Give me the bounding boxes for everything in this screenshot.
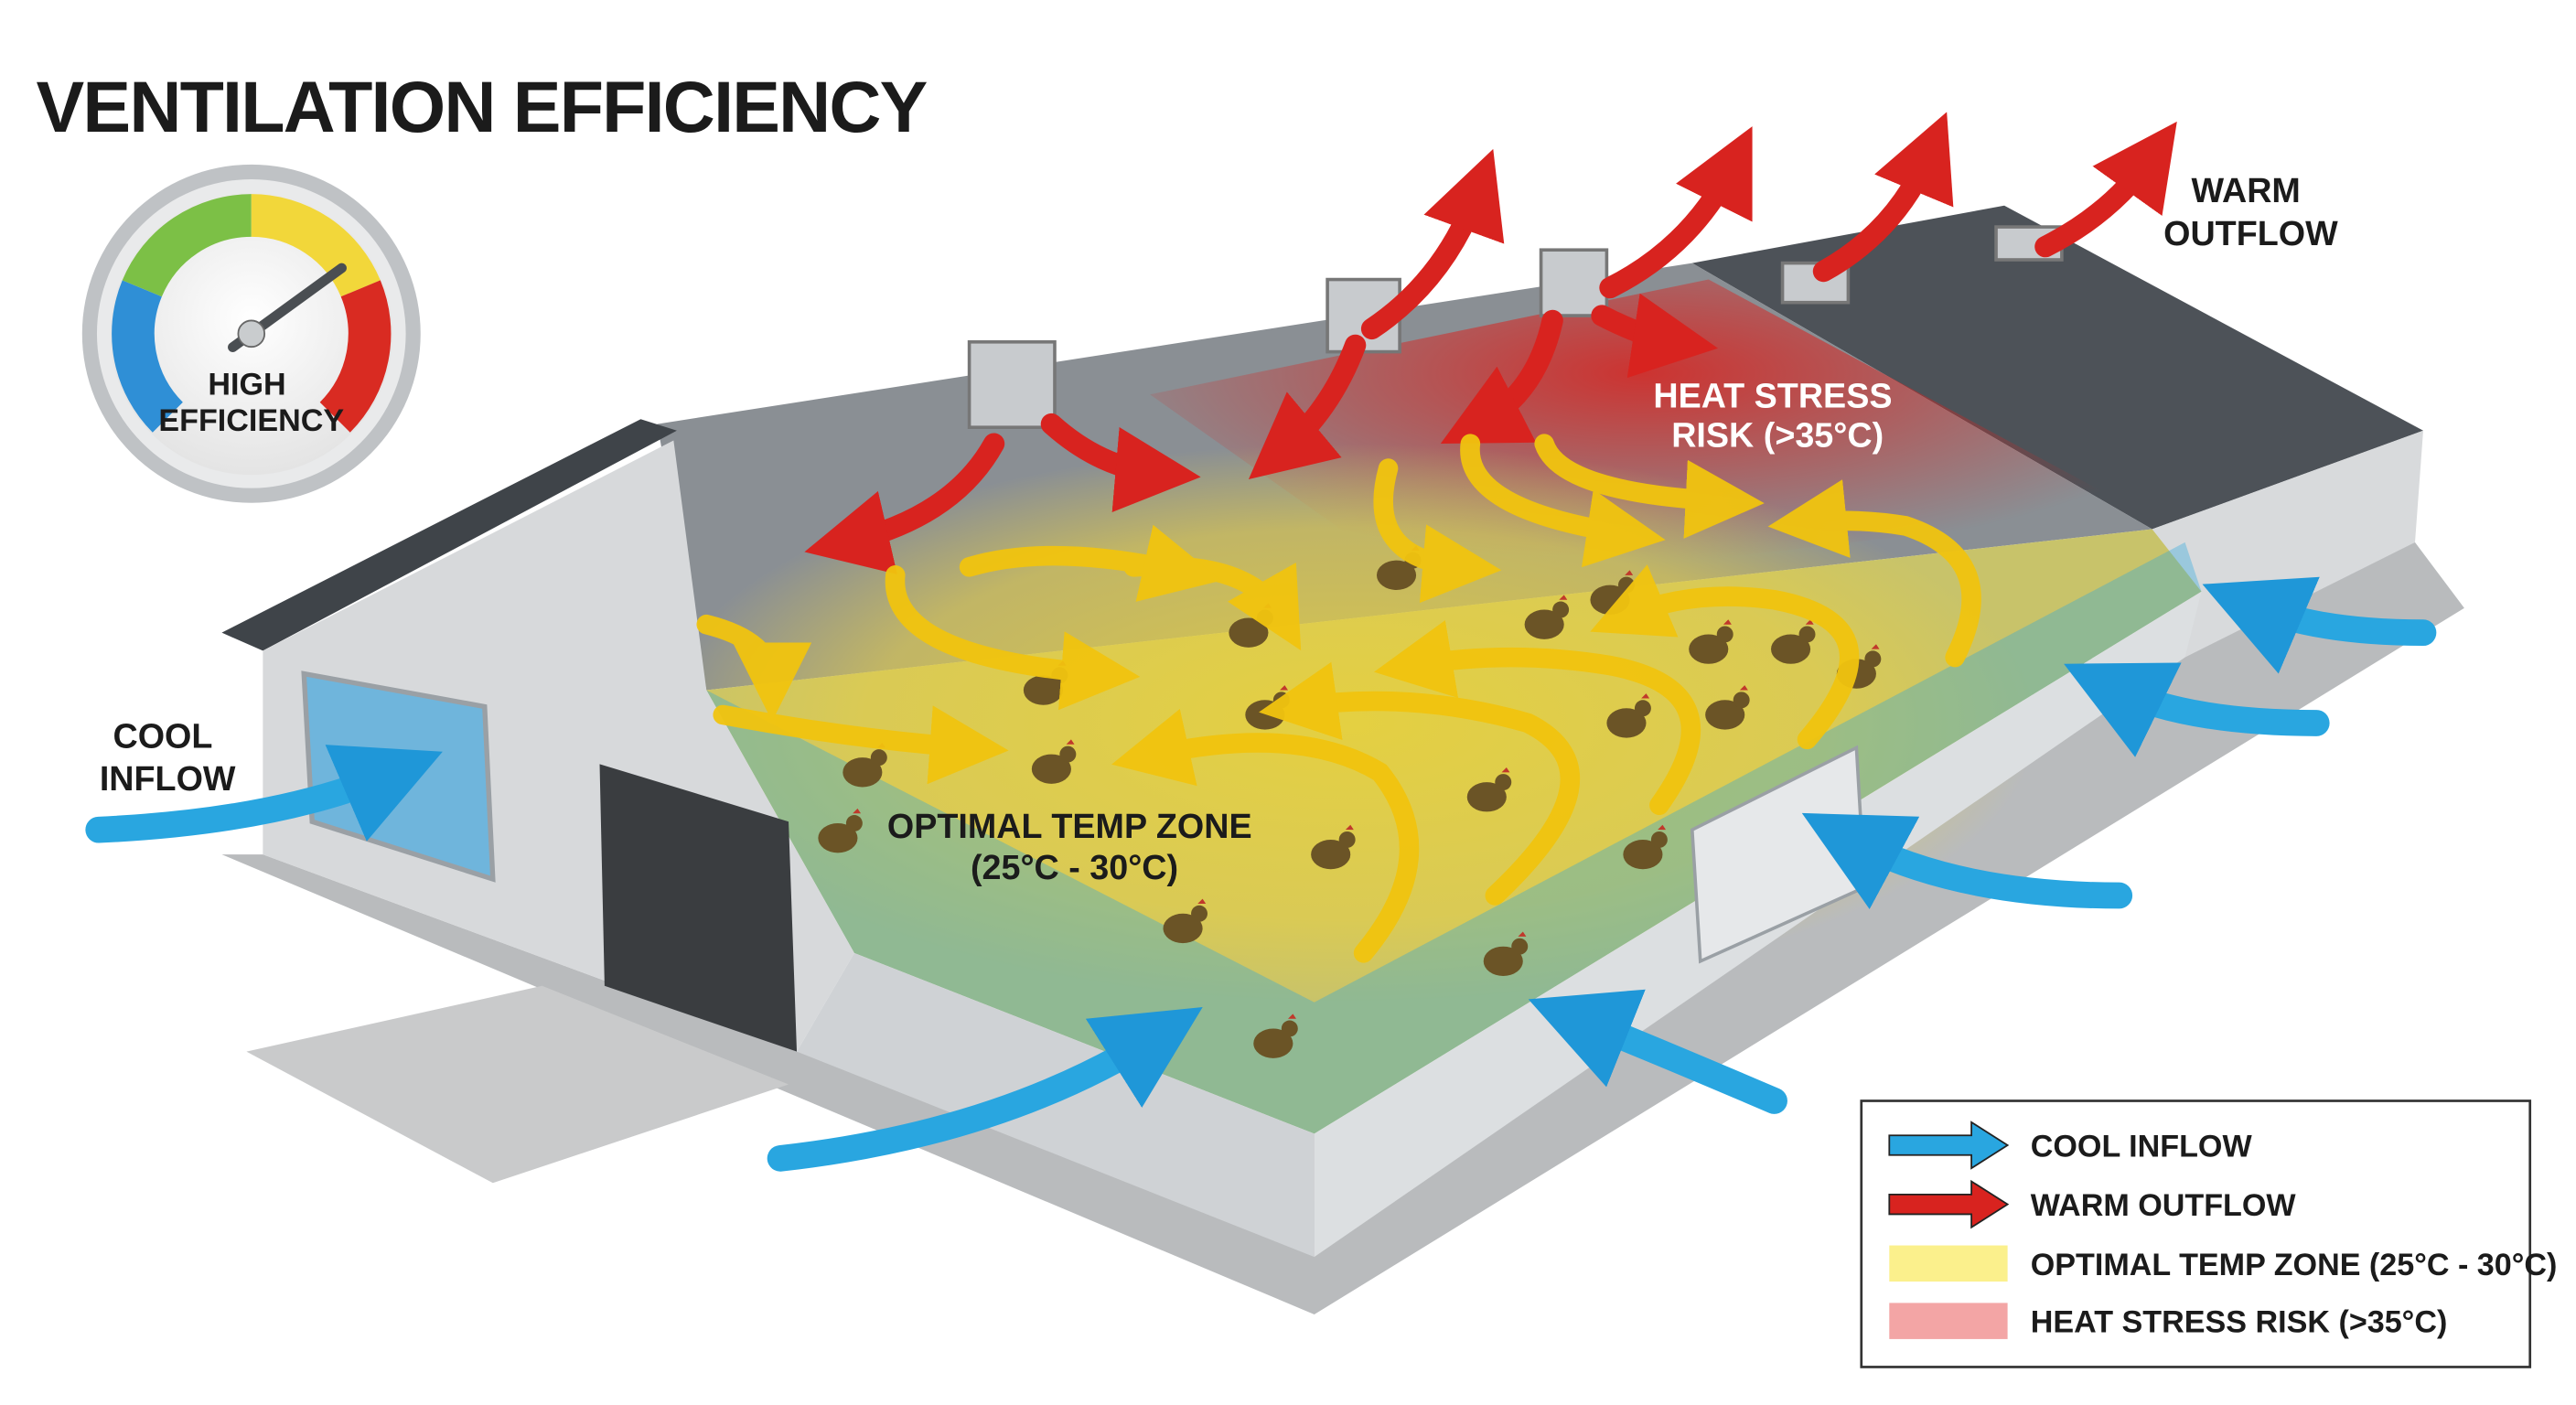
gauge-label: HIGH EFFICIENCY: [158, 367, 344, 438]
chicken-icon: [1771, 619, 1816, 664]
chicken-icon: [1311, 824, 1356, 870]
entry-ramp: [246, 985, 789, 1184]
warm-outflow-arrow: [1591, 293, 1719, 379]
gauge-segment: [319, 280, 392, 433]
circulation-arrow: [696, 614, 812, 722]
circulation-arrow: [1590, 564, 1860, 750]
chicken-icon: [1689, 619, 1733, 664]
chicken-icon: [1031, 739, 1077, 784]
cool-inflow-arrow: [1801, 812, 2133, 910]
circulation-arrow: [1534, 434, 1765, 539]
circulation-arrow: [1259, 661, 1581, 906]
exhaust-fan: [1539, 248, 1609, 317]
chicken-icon: [1466, 767, 1512, 812]
legend-label-warm-outflow: WARM OUTFLOW: [2031, 1188, 2297, 1223]
legend-arrow-icon: [1888, 1121, 2010, 1170]
efficiency-gauge: HIGH EFFICIENCY: [81, 164, 421, 503]
gauge-scale: [112, 194, 392, 433]
legend-label-cool-inflow: COOL INFLOW: [2031, 1130, 2253, 1164]
needle-hub: [237, 319, 266, 349]
left-roof: [221, 419, 677, 651]
cool-inflow-label: COOL INFLOW: [100, 716, 236, 798]
warm-outflow-arrow: [804, 433, 1005, 574]
circulation-arrow: [1373, 458, 1502, 604]
legend-label-optimal-zone: OPTIMAL TEMP ZONE (25°C - 30°C): [2031, 1248, 2558, 1282]
warm-outflow-arrow: [2034, 121, 2177, 258]
warm-outflow-arrow: [1248, 334, 1367, 480]
optimal-temp-zone: [657, 444, 2037, 1003]
warm-outflow-arrow: [1360, 148, 1505, 340]
circulation-arrow: [1373, 619, 1701, 816]
garage-door: [599, 764, 798, 1052]
circulation-arrow: [959, 524, 1222, 602]
front-glass-wall: [706, 542, 2202, 1134]
cool-inflow-arrow: [2064, 662, 2330, 757]
cool-inflow-arrows: [85, 576, 2437, 1172]
chicken-icon: [1623, 824, 1668, 870]
chicken-icon: [843, 743, 887, 788]
circulation-arrow: [1111, 708, 1420, 963]
warm-outflow-arrow: [1812, 112, 1954, 283]
chicken-icon: [1483, 931, 1529, 977]
cool-inflow-arrow: [767, 1006, 1203, 1172]
warm-outflow-arrows: [804, 112, 2177, 574]
warm-outflow-label: WARM OUTFLOW: [2163, 171, 2338, 252]
chicken-icon: [1253, 1014, 1298, 1058]
chicken-icon: [1705, 685, 1750, 730]
chicken-icon: [1163, 898, 1208, 944]
chicken-icon: [1606, 693, 1651, 738]
legend-arrow-icon: [1888, 1179, 2010, 1229]
gauge-segment: [251, 194, 381, 297]
right-roof: [1691, 205, 2423, 530]
optimal-zone-label: OPTIMAL TEMP ZONE (25°C - 30°C): [887, 807, 1261, 886]
legend: COOL INFLOW WARM OUTFLOW OPTIMAL TEMP ZO…: [1860, 1099, 2558, 1368]
chicken-icon: [818, 808, 863, 853]
circulation-arrow: [1767, 479, 1981, 668]
warm-outflow-arrow: [1440, 309, 1563, 444]
circulation-arrow: [885, 565, 1141, 711]
legend-swatch: [1889, 1303, 2008, 1339]
heat-stress-label: HEAT STRESS RISK (>35°C): [1653, 377, 1902, 455]
gauge-segment: [122, 194, 252, 297]
warm-outflow-arrow: [1040, 413, 1201, 512]
circulation-arrow: [1460, 434, 1666, 568]
legend-label-heat-stress: HEAT STRESS RISK (>35°C): [2031, 1305, 2448, 1340]
warm-outflow-arrow: [1599, 126, 1753, 299]
cool-inflow-arrow: [1528, 989, 1787, 1114]
cool-inflow-arrow: [85, 745, 443, 843]
chicken-icon: [1524, 595, 1570, 639]
cool-inflow-arrow: [2202, 576, 2437, 674]
page-title: VENTILATION EFFICIENCY: [37, 66, 928, 147]
legend-marks: [1888, 1121, 2010, 1339]
front-lower-wall: [797, 952, 1315, 1258]
exhaust-fan: [967, 340, 1057, 429]
gauge-needle-icon: [228, 263, 347, 352]
circulation-arrows: [696, 434, 1981, 963]
poultry-house: [221, 205, 2464, 1314]
gauge-segment: [112, 280, 184, 433]
legend-swatch: [1889, 1245, 2008, 1282]
